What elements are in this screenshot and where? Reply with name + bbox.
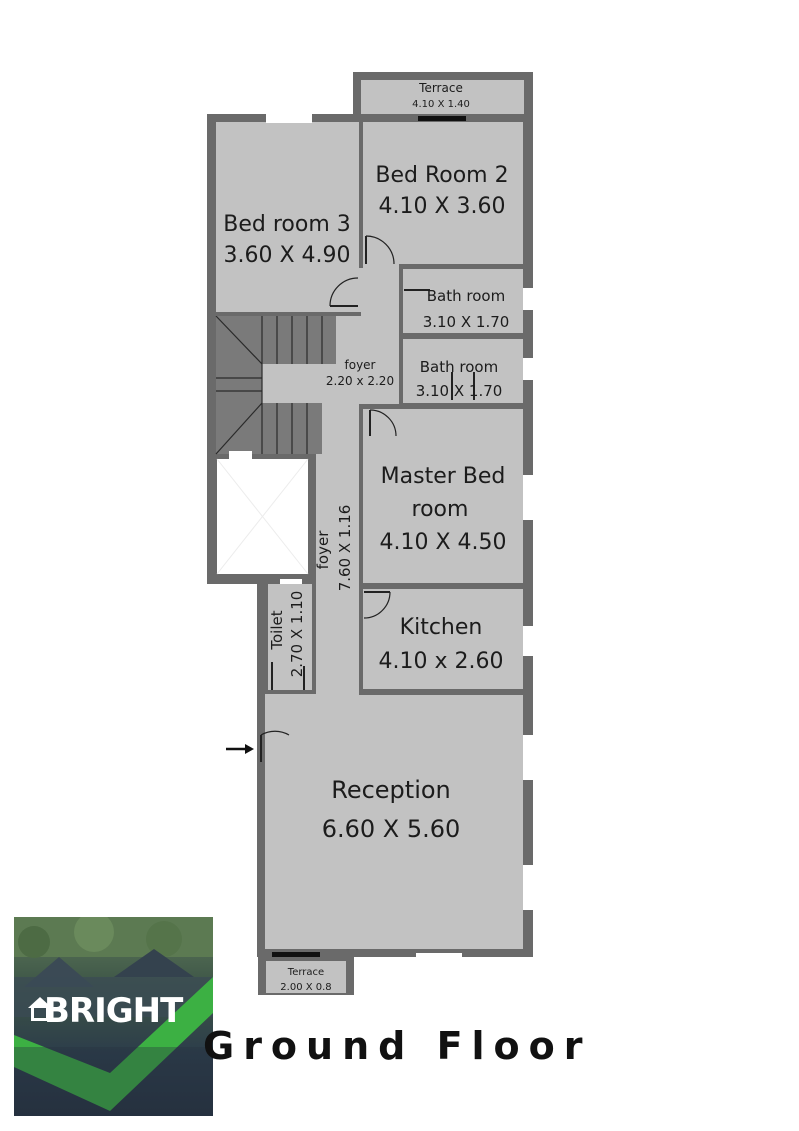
floor-title: Ground Floor xyxy=(203,1024,592,1068)
bed-room-2-area xyxy=(363,122,523,264)
master-bed-size: 4.10 X 4.50 xyxy=(379,530,506,555)
reception-label: Reception xyxy=(331,776,451,804)
terrace-bottom-label: Terrace xyxy=(287,967,324,978)
rooms xyxy=(216,80,524,993)
toilet-size: 2.70 X 1.10 xyxy=(288,591,306,678)
brand-name: BRIGHT xyxy=(44,991,183,1031)
entrance-arrow-icon xyxy=(226,744,254,754)
master-bed-label-line2: room xyxy=(412,497,469,522)
house-icon xyxy=(28,997,52,1008)
master-bed-area xyxy=(363,409,523,583)
foyer-upper-size: 2.20 x 2.20 xyxy=(326,374,394,388)
reception-area xyxy=(265,694,523,949)
bath-room-1-size: 3.10 X 1.70 xyxy=(423,313,510,331)
terrace-bottom-area xyxy=(266,961,346,993)
windows xyxy=(229,114,533,961)
room-labels: Terrace 4.10 X 1.40 Bed Room 2 4.10 X 3.… xyxy=(223,81,509,993)
bath-room-2-size: 3.10 X 1.70 xyxy=(416,382,503,400)
terrace-top-size: 4.10 X 1.40 xyxy=(412,99,470,110)
bath-room-2-area xyxy=(403,339,523,403)
bath-room-2-label: Bath room xyxy=(420,358,498,376)
bed-room-2-label: Bed Room 2 xyxy=(375,163,508,188)
bed-room-2-size: 4.10 X 3.60 xyxy=(378,194,505,219)
terrace-bottom-size: 2.00 X 0.8 xyxy=(280,982,331,993)
foyer-long-size: 7.60 X 1.16 xyxy=(336,505,354,592)
doors xyxy=(260,235,475,762)
kitchen-area xyxy=(363,589,523,689)
terrace-top-area xyxy=(361,80,524,114)
foyer-long-label: foyer xyxy=(314,530,332,570)
terrace-top-label: Terrace xyxy=(418,81,463,95)
master-bed-label-line1: Master Bed xyxy=(381,464,506,489)
reception-size: 6.60 X 5.60 xyxy=(322,815,461,843)
toilet-label: Toilet xyxy=(268,610,286,650)
foyer-hall-area xyxy=(316,400,359,695)
house-icon-body xyxy=(31,1008,49,1021)
bed-room-3-size: 3.60 X 4.90 xyxy=(223,243,350,268)
staircase xyxy=(215,315,336,455)
foyer-upper-label: foyer xyxy=(345,358,376,372)
bath-room-1-label: Bath room xyxy=(427,287,505,305)
kitchen-size: 4.10 x 2.60 xyxy=(379,649,504,674)
kitchen-label: Kitchen xyxy=(400,615,483,640)
bed-room-3-label: Bed room 3 xyxy=(223,212,351,237)
bath-room-1-area xyxy=(403,269,523,333)
